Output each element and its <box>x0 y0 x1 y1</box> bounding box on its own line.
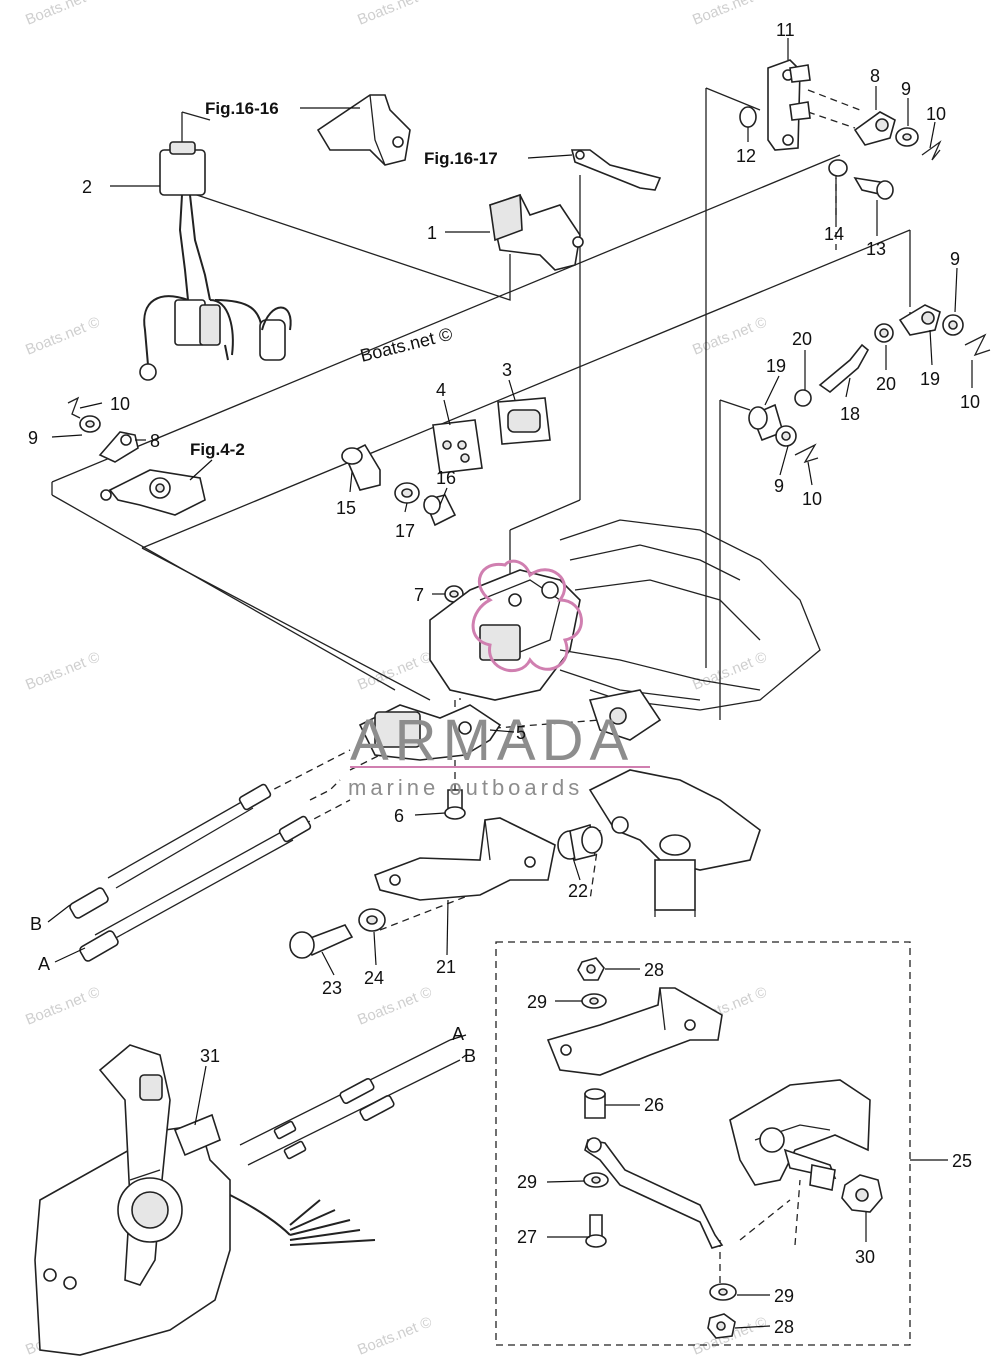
callout-label: 26 <box>644 1095 664 1115</box>
callout-label: A <box>38 954 50 974</box>
callout-label: 31 <box>200 1046 220 1066</box>
watermark-text: Boats.net © <box>690 313 769 358</box>
callout-label: 9 <box>901 79 911 99</box>
callout-label: 8 <box>870 66 880 86</box>
callout-label: 10 <box>926 104 946 124</box>
watermark-text-center: Boats.net © <box>358 324 454 366</box>
part-31-remote-control <box>34 1039 461 1356</box>
part-1-bracket <box>489 193 584 271</box>
right-top-linkage <box>739 59 942 200</box>
callout-label: 22 <box>568 881 588 901</box>
watermark-text: Boats.net © <box>690 648 769 693</box>
watermark-text: Boats.net © <box>355 983 434 1028</box>
part-25-kit <box>495 941 911 1346</box>
callout-numbers: 1 2 3 4 5 6 7 8 8 9 9 9 9 10 10 10 10 11… <box>28 20 980 1337</box>
callout-label: B <box>464 1046 476 1066</box>
watermark-text: Boats.net © <box>23 313 102 358</box>
brand-name: ARMADA <box>350 708 634 773</box>
callout-label: 17 <box>395 521 415 541</box>
fig-ref-16-16: Fig.16-16 <box>205 99 279 118</box>
callout-label: 10 <box>960 392 980 412</box>
brand-tagline: marine outboards <box>348 775 583 800</box>
callout-label: B <box>30 914 42 934</box>
figure-references: Fig.16-16 Fig.16-17 Fig.4-2 <box>190 99 498 459</box>
callout-label: 20 <box>876 374 896 394</box>
callout-label: 15 <box>336 498 356 518</box>
right-mid-linkage <box>748 304 991 464</box>
callout-label: 25 <box>952 1151 972 1171</box>
callout-label: 12 <box>736 146 756 166</box>
callout-label: 9 <box>774 476 784 496</box>
callout-label: 8 <box>150 431 160 451</box>
cables-a-b-left <box>69 749 351 962</box>
parts-23-24-bolt-washer <box>289 908 386 959</box>
callout-label: 21 <box>436 957 456 977</box>
callout-label: 14 <box>824 224 844 244</box>
callout-label: 23 <box>322 978 342 998</box>
callout-label: 7 <box>414 585 424 605</box>
fig-ref-4-2: Fig.4-2 <box>190 440 245 459</box>
callout-label: A <box>452 1024 464 1044</box>
watermark-text: Boats.net © <box>23 983 102 1028</box>
callout-label: 9 <box>950 249 960 269</box>
callout-label: 20 <box>792 329 812 349</box>
callout-label: 10 <box>110 394 130 414</box>
watermark-text: Boats.net © <box>355 0 434 29</box>
callout-label: 24 <box>364 968 384 988</box>
fig-16-17-arm <box>570 149 662 191</box>
leader-lines <box>47 38 973 1329</box>
watermark-text: Boats.net © <box>23 0 102 29</box>
callout-label: 6 <box>394 806 404 826</box>
callout-label: 9 <box>28 428 38 448</box>
center-mechanism <box>429 519 821 741</box>
callout-label: 13 <box>866 239 886 259</box>
callout-label: 3 <box>502 360 512 380</box>
callout-label: 1 <box>427 223 437 243</box>
part-2-switch-harness <box>139 141 292 381</box>
callout-label: 11 <box>776 20 795 40</box>
callout-label: 29 <box>774 1286 794 1306</box>
watermark-text: Boats.net © <box>23 648 102 693</box>
callout-label: 29 <box>517 1172 537 1192</box>
watermark-text: Boats.net © <box>690 0 769 29</box>
brand-logo: ARMADA marine outboards <box>348 559 650 800</box>
callout-label: 28 <box>774 1317 794 1337</box>
callout-label: 19 <box>920 369 940 389</box>
watermark-text: Boats.net © <box>355 648 434 693</box>
fig-ref-16-17: Fig.16-17 <box>424 149 498 168</box>
callout-label: 2 <box>82 177 92 197</box>
callout-label: 19 <box>766 356 786 376</box>
callout-label: 18 <box>840 404 860 424</box>
kit-boundary <box>495 941 911 1346</box>
callout-label: 30 <box>855 1247 875 1267</box>
fig-16-16-bracket <box>316 94 411 166</box>
fig-4-2-cam <box>100 469 206 516</box>
callout-label: 29 <box>527 992 547 1012</box>
brand-logo-mark <box>471 559 583 673</box>
parts-8-9-10-left <box>67 396 139 463</box>
watermark-text: Boats.net © <box>355 1313 434 1358</box>
callout-label: 16 <box>436 468 456 488</box>
part-21-bracket <box>373 817 556 901</box>
callout-label: 10 <box>802 489 822 509</box>
callout-label: 27 <box>517 1227 537 1247</box>
callout-label: 4 <box>436 380 446 400</box>
callout-label: 28 <box>644 960 664 980</box>
part-22-linkage <box>557 769 761 920</box>
callout-label: 5 <box>516 723 526 743</box>
